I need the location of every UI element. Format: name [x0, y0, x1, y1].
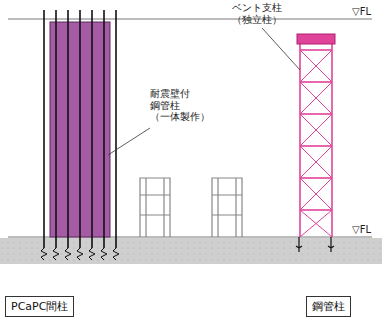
- rebar: [103, 10, 105, 248]
- rebar-anchor: [41, 248, 47, 260]
- rebar: [55, 10, 57, 248]
- rebar-anchor: [89, 248, 95, 260]
- ground: [0, 238, 382, 264]
- truss-brace: [300, 210, 332, 237]
- bent-support: [300, 44, 332, 237]
- truss-brace: [300, 146, 332, 178]
- truss-brace: [300, 114, 332, 146]
- truss-strut: [300, 49, 332, 51]
- rebar: [115, 10, 117, 248]
- truss-brace: [300, 178, 332, 210]
- truss-brace: [300, 82, 332, 114]
- truss-chord: [299, 44, 301, 237]
- truss-brace: [300, 50, 332, 82]
- rebar: [67, 10, 69, 248]
- truss-strut: [300, 209, 332, 211]
- caption-text: PCaPC間柱: [11, 299, 68, 314]
- callout: ベント支柱 （独立柱）: [232, 2, 284, 25]
- rebar: [43, 10, 45, 248]
- rebar: [91, 10, 93, 248]
- truss-brace: [300, 50, 332, 82]
- truss-strut: [300, 81, 332, 83]
- caption-box: PCaPC間柱: [5, 296, 74, 317]
- anchor: [296, 237, 334, 252]
- floor-level: ▽FL: [352, 224, 382, 236]
- rebar-anchor: [53, 248, 59, 260]
- caption-box: 鋼管柱: [306, 296, 351, 317]
- truss-brace: [300, 82, 332, 114]
- truss-brace: [300, 210, 332, 237]
- bent-cap: [297, 34, 335, 44]
- truss-strut: [300, 145, 332, 147]
- rebar: [79, 10, 81, 248]
- truss-strut: [300, 113, 332, 115]
- truss-strut: [300, 177, 332, 179]
- rebar-anchor: [101, 248, 107, 260]
- floor-level: ▽FL: [352, 6, 382, 18]
- caption-text: 鋼管柱: [312, 299, 345, 314]
- rebars: [41, 10, 119, 260]
- rebar-anchor: [77, 248, 83, 260]
- leader-line: [262, 28, 300, 70]
- truss-brace: [300, 178, 332, 210]
- floor-line: [8, 19, 372, 20]
- truss-brace: [300, 146, 332, 178]
- scaffold: [140, 178, 242, 237]
- truss-chord: [331, 44, 333, 237]
- truss-brace: [300, 114, 332, 146]
- leader-line: [108, 128, 150, 155]
- rebar-anchor: [113, 248, 119, 260]
- rebar-anchor: [65, 248, 71, 260]
- callout: 耐震壁付 鋼管柱 （一体製作）: [150, 88, 202, 123]
